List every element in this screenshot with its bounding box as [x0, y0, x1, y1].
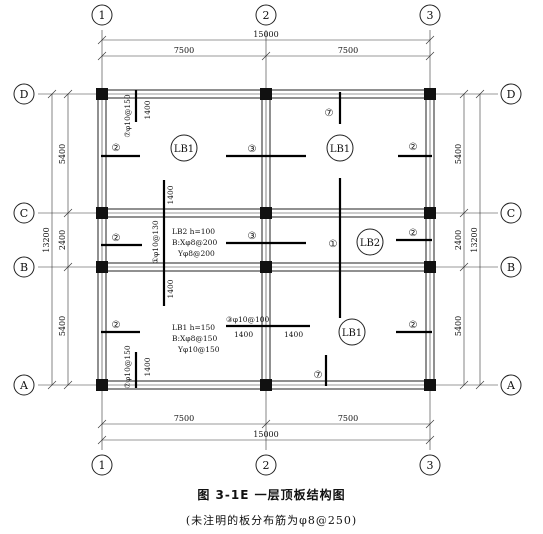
left-total-dim: 13200	[42, 227, 51, 252]
figure-title: 图 3-1E 一层顶板结构图	[197, 488, 346, 502]
marker-top-left-left: ②	[112, 143, 121, 154]
rebar-note-top-left: ⑦φ10@150	[123, 94, 132, 138]
top-total-dim: 15000	[253, 30, 278, 39]
bar-length-top-left: 1400	[143, 100, 152, 119]
axis-label-c-right: C	[507, 207, 515, 220]
marker-middle-left: ②	[112, 233, 121, 244]
slab-label-top-right: LB1	[330, 144, 350, 155]
rebar-note-center: ①φ10@130	[151, 220, 160, 264]
axis-label-1-top: 1	[99, 9, 106, 22]
lb2-y-rebar-note: Yφ8@200	[177, 249, 215, 258]
axis-label-3-top: 3	[427, 9, 434, 22]
slab-label-top-left: LB1	[174, 144, 194, 155]
right-cb-dim: 2400	[454, 230, 463, 250]
marker-middle-center: ③	[248, 231, 257, 242]
axis-label-2-bottom: 2	[263, 459, 270, 472]
bottom-dimension-lines	[97, 419, 435, 445]
axis-label-3-bottom: 3	[427, 459, 434, 472]
marker-top-right-right: ②	[409, 142, 418, 153]
axis-label-b-left: B	[20, 261, 28, 274]
rebar-note-middle: ③φ10@100	[226, 315, 270, 324]
marker-top-right-top: ⑦	[325, 108, 334, 119]
lb2-x-rebar-note: B:Xφ8@200	[172, 238, 217, 247]
bar-length-middle-left: 1400	[234, 330, 253, 339]
axis-label-c-left: C	[20, 207, 28, 220]
bar-length-middle-right: 1400	[284, 330, 303, 339]
lb1-thickness-note: LB1 h=150	[172, 323, 215, 332]
left-dc-dim: 5400	[58, 144, 67, 164]
bar-length-center-down: 1400	[166, 279, 175, 298]
bottom-total-dim: 15000	[253, 430, 278, 439]
lb1-x-rebar-note: B:Xφ8@150	[172, 334, 217, 343]
top-dimension-lines	[97, 35, 435, 61]
right-dimension-lines	[459, 89, 485, 390]
axis-label-b-right: B	[507, 261, 515, 274]
lb1-y-rebar-note: Yφ10@150	[177, 345, 220, 354]
rebar-lines	[101, 90, 432, 388]
slab-label-middle-right: LB2	[360, 238, 380, 249]
bottom-right-dim: 7500	[338, 414, 358, 423]
columns	[96, 88, 436, 391]
top-right-dim: 7500	[338, 46, 358, 55]
bar-length-center-up: 1400	[166, 185, 175, 204]
left-dimension-lines	[47, 89, 73, 390]
marker-bottom-left: ②	[112, 320, 121, 331]
axis-label-2-top: 2	[263, 9, 270, 22]
bar-length-bottom-left: 1400	[143, 357, 152, 376]
axis-label-1-bottom: 1	[99, 459, 106, 472]
bottom-left-dim: 7500	[174, 414, 194, 423]
marker-middle-right: ②	[409, 228, 418, 239]
lb2-thickness-note: LB2 h=100	[172, 227, 215, 236]
axis-label-d-right: D	[507, 88, 516, 101]
axis-label-d-left: D	[20, 88, 29, 101]
right-total-dim: 13200	[470, 227, 479, 252]
marker-top-middle: ③	[248, 144, 257, 155]
top-left-dim: 7500	[174, 46, 194, 55]
rebar-note-bottom-left: ⑦φ10@150	[123, 345, 132, 389]
slab-label-bottom-right: LB1	[342, 328, 362, 339]
structural-plan-drawing: 15000 7500 7500 7500 7500 15000 5400 240…	[13, 4, 522, 476]
axis-label-a-left: A	[19, 379, 29, 392]
right-ba-dim: 5400	[454, 316, 463, 336]
left-ba-dim: 5400	[58, 316, 67, 336]
right-dc-dim: 5400	[454, 144, 463, 164]
left-cb-dim: 2400	[58, 230, 67, 250]
marker-bottom-right: ②	[409, 320, 418, 331]
marker-bottom-near-a: ⑦	[314, 370, 323, 381]
marker-middle-vertical: ①	[329, 239, 338, 250]
axis-label-a-right: A	[506, 379, 516, 392]
axis-bubbles	[13, 4, 522, 476]
figure-note: (未注明的板分布筋为φ8@250)	[185, 514, 358, 527]
